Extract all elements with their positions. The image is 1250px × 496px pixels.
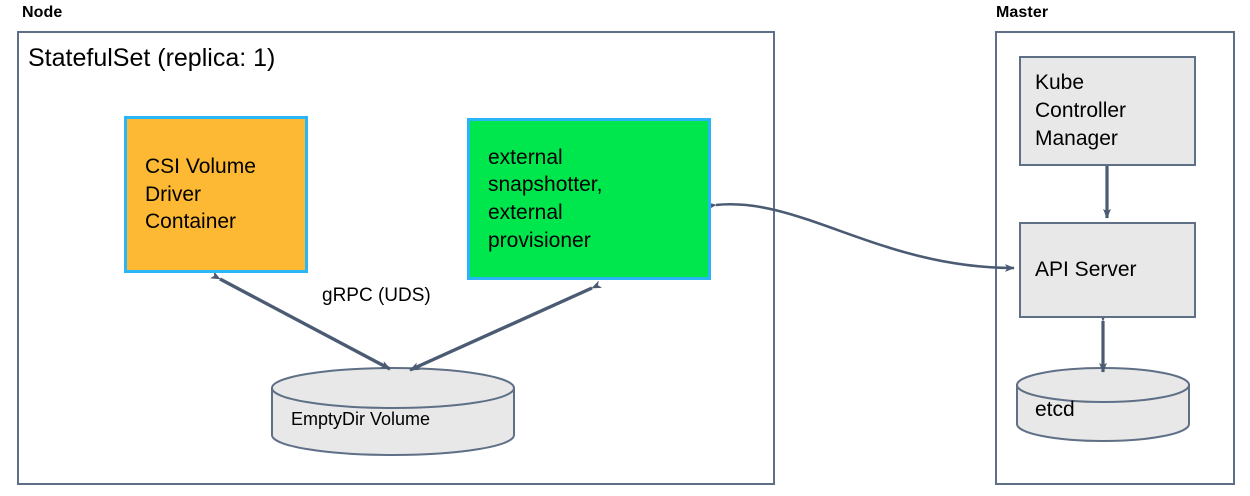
kube-controller-manager-label: Kube Controller Manager [1035,71,1127,150]
external-snapshotter-provisioner-box[interactable]: external snapshotter, external provision… [467,118,711,280]
etcd-label: etcd [1035,398,1075,421]
grpc-uds-edge-label: gRPC (UDS) [322,285,431,306]
api-server-label: API Server [1035,258,1137,282]
node-group-label: Node [22,4,63,21]
statefulset-title: StatefulSet (replica: 1) [28,44,276,72]
csi-volume-driver-container-box[interactable]: CSI Volume Driver Container [124,116,308,273]
external-snapshotter-provisioner-label: external snapshotter, external provision… [488,145,603,252]
kube-controller-manager-box[interactable]: Kube Controller Manager [1019,56,1196,166]
emptydir-volume-label: EmptyDir Volume [291,409,431,429]
api-server-box[interactable]: API Server [1019,222,1196,318]
csi-volume-driver-container-label: CSI Volume Driver Container [145,154,256,234]
master-group-label: Master [996,4,1049,21]
